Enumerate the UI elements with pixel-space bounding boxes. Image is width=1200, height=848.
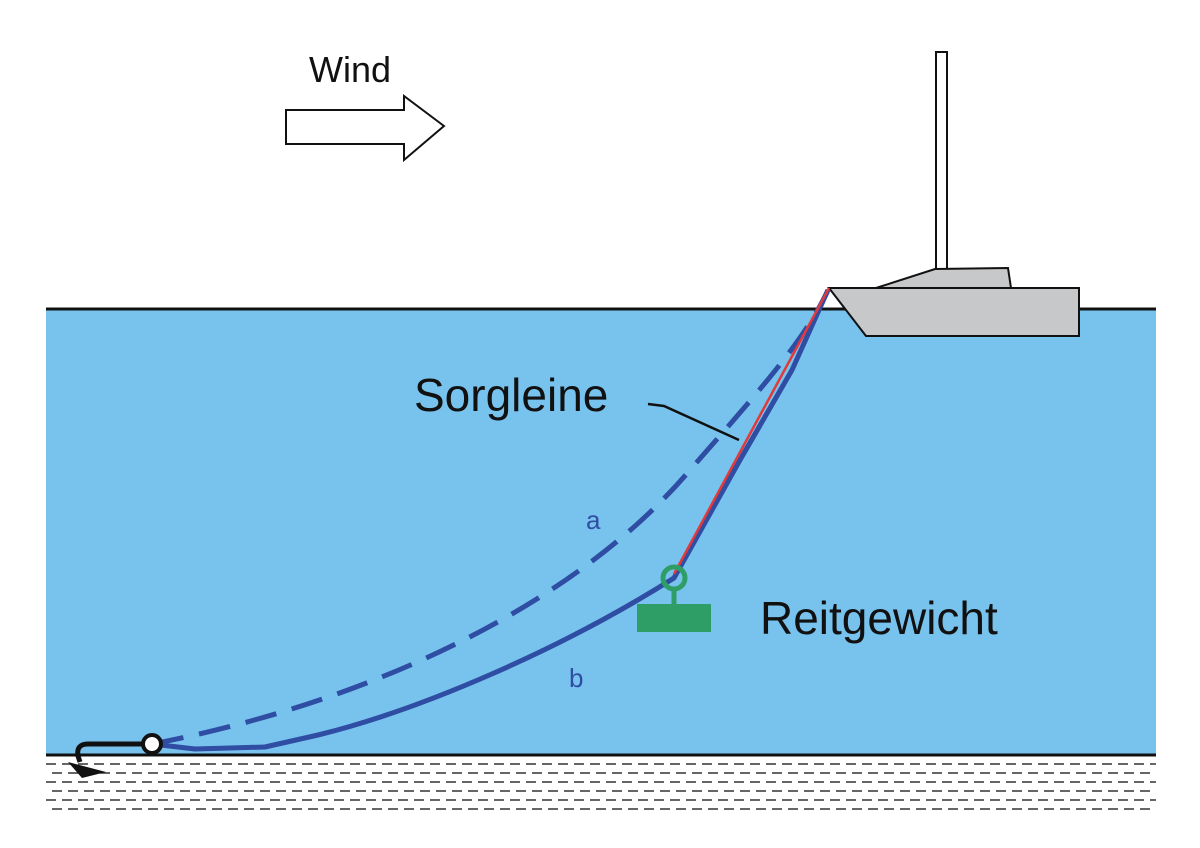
water — [46, 309, 1156, 755]
wind-arrow-icon — [285, 94, 446, 163]
sorgleine-line — [672, 287, 831, 575]
chain-curve-a — [151, 288, 831, 747]
riding-weight-block — [637, 604, 711, 632]
sorgleine-pointer — [647, 402, 740, 442]
sailboat — [826, 51, 1080, 337]
wind-label: Wind — [309, 49, 391, 90]
chain-curve-b — [151, 288, 831, 752]
riding-weight — [637, 564, 711, 632]
anchor-icon — [68, 733, 163, 778]
curve-a-label: a — [586, 505, 601, 535]
reitgewicht-label: Reitgewicht — [760, 592, 998, 644]
curve-b-label: b — [569, 663, 583, 693]
boat-mast — [935, 51, 948, 271]
seabed-sediment — [46, 763, 1156, 810]
boat-cabin — [875, 266, 1013, 289]
sorgleine-label: Sorgleine — [414, 369, 608, 421]
boat-hull — [826, 287, 1080, 337]
